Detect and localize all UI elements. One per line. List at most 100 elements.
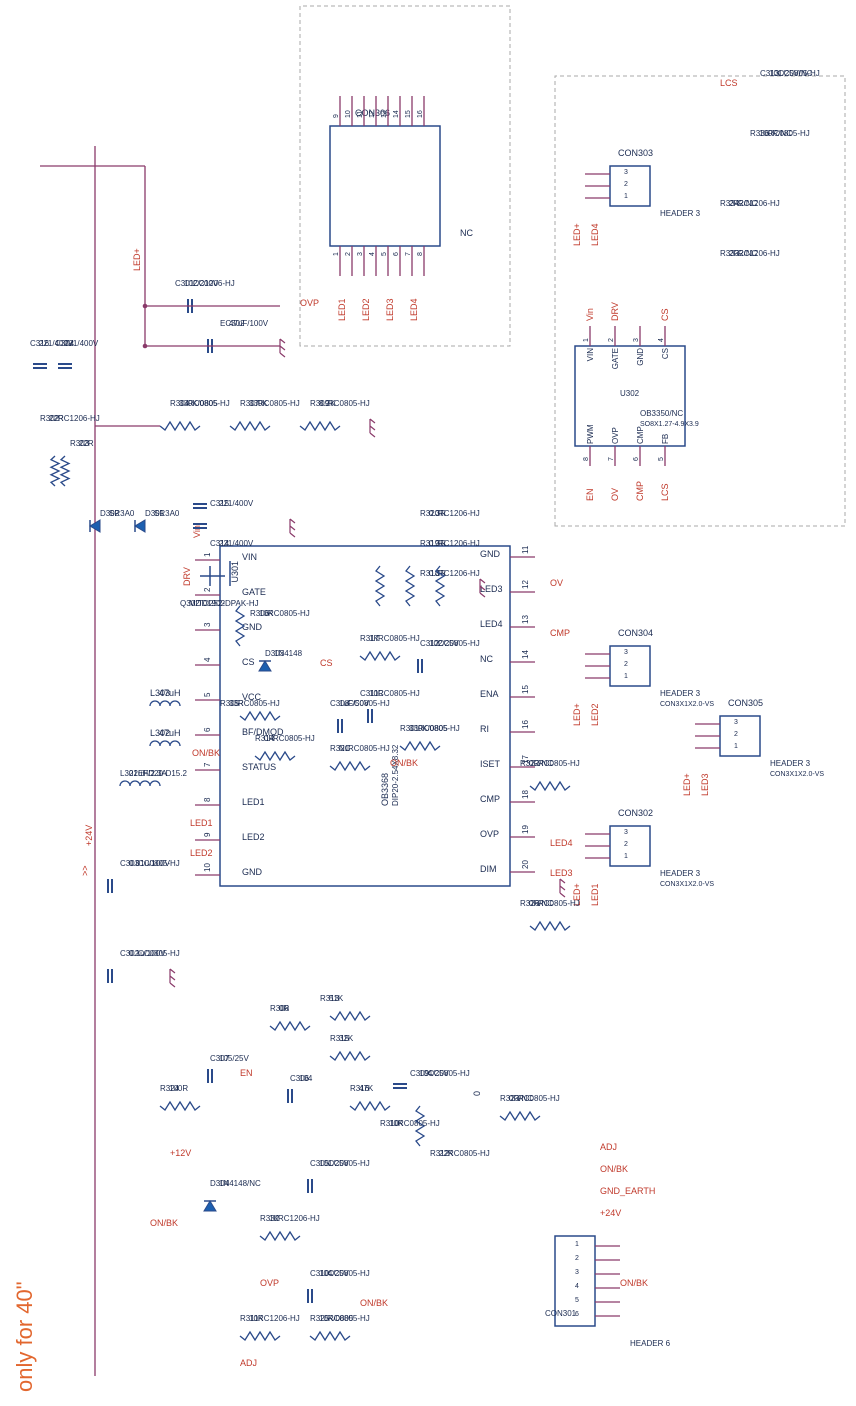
r316-label-0: R316: [350, 1084, 370, 1093]
r326-label-0: R326: [520, 899, 540, 908]
r305-label-0: R305: [220, 699, 240, 708]
r316-resistor: [349, 1100, 391, 1112]
arrow-24v: >>: [80, 865, 90, 876]
d304-label-1: 1N4148/NC: [219, 1179, 261, 1188]
net-led2-u301: LED2: [190, 848, 213, 858]
net-ovp-r332: OVP: [260, 1278, 279, 1288]
r303-label-0: R303: [70, 439, 90, 448]
c308-label-1: 1uF/50V: [339, 699, 370, 708]
q302-mosfet: [200, 561, 231, 586]
c309-label-2: CC0805-HJ: [428, 1069, 470, 1078]
r325-resistor: [309, 1330, 351, 1342]
net-CON303-0: LED+: [572, 223, 582, 246]
u302-pin-rnum-4: 4: [658, 338, 665, 342]
header-CON303-ref: CON303: [618, 148, 653, 158]
c310-label-2: CC0805-HJ: [328, 1269, 370, 1278]
r324-label-0: R324: [160, 1084, 180, 1093]
d303-label-1: 1N4148: [274, 649, 303, 658]
r314-label-1: 0R: [264, 734, 274, 743]
r313-resistor: [329, 1010, 371, 1022]
u302-pin-num-7: 7: [608, 457, 615, 461]
net-drv-u301: DRV: [182, 567, 192, 586]
r326-label-1: 0R/NC: [529, 899, 553, 908]
u301-pin-num-4: 4: [203, 657, 212, 662]
r303-resistor: [59, 455, 71, 487]
q302-label-2: TO252-DPAK-HJ: [198, 599, 259, 608]
header-CON303-pin-2: 2: [624, 181, 628, 188]
c312-label-2: CC0805-HJ: [438, 639, 480, 648]
con306-pin-num-13: 13: [381, 110, 388, 118]
u302-box: [554, 75, 846, 527]
u301-pin-name-19: OVP: [480, 829, 499, 839]
header-CON302-type: HEADER 3: [660, 869, 701, 878]
header-CON302-pin-2: 2: [624, 841, 628, 848]
u301-pin-num-9: 9: [203, 832, 212, 837]
r303-label-1: 22R: [79, 439, 94, 448]
u302-pin-rname-3: GND: [636, 348, 645, 366]
c303-label-2: CC0805-HJ: [138, 859, 180, 868]
r308-label-0: R308: [270, 1004, 290, 1013]
u301-pin-num-11: 11: [521, 545, 530, 554]
net-con306-LED1: LED1: [337, 298, 347, 321]
r305-label-2: RC0805-HJ: [238, 699, 280, 708]
u301-part: OB3368: [380, 773, 390, 806]
u301-body: [219, 545, 511, 887]
d302-label-0: D302: [100, 509, 120, 518]
r304-label-2: RC0805-HJ: [188, 399, 230, 408]
c309-label-1: 104/25V: [419, 1069, 449, 1078]
u301-pin-name-4: CS: [242, 657, 255, 667]
con306-pin-num-11: 11: [357, 111, 364, 118]
r311-label-2: RC1206-HJ: [258, 1314, 300, 1323]
r306-label-1: 10K: [259, 609, 274, 618]
con306-pin-num-9: 9: [333, 114, 340, 118]
u301-pin-name-20: DIM: [480, 864, 497, 874]
net-CON305-0: LED+: [682, 773, 692, 796]
c305-label-2: CC0805-HJ: [328, 1159, 370, 1168]
net-CON304-0: LED+: [572, 703, 582, 726]
r307-label-0: R307: [240, 399, 260, 408]
net-24v: +24V: [84, 825, 94, 846]
u301-pin-name-2: GATE: [242, 587, 266, 597]
r321-label-0: R321: [330, 744, 350, 753]
con306-body: [329, 125, 441, 247]
r334-label-1: 2R2/NC: [729, 199, 758, 208]
u301-pin-num-1: 1: [203, 552, 212, 557]
con306-pin-num-6: 6: [393, 252, 400, 256]
l302-label-1: 47uH: [159, 728, 181, 738]
u301-pin-num-13: 13: [521, 615, 530, 624]
r306-resistor: [234, 605, 246, 647]
con301-pin-4: 4: [575, 1283, 579, 1290]
u301-pin-name-3: GND: [242, 622, 263, 632]
net-onbk-u301: ON/BK: [192, 748, 220, 758]
d304-label-0: D304: [210, 1179, 230, 1188]
c302-label-0: C302: [120, 949, 140, 958]
con301-pin-5: 5: [575, 1297, 579, 1304]
header-CON303-body: [609, 165, 651, 207]
net-CON305-1: LED3: [700, 773, 710, 796]
d301-label-0: D301: [145, 509, 165, 518]
c301-label-1: 102/200V: [184, 279, 219, 288]
r301-label-2: RC0805-HJ: [418, 724, 460, 733]
r333-label-2: RC1206-HJ: [738, 249, 780, 258]
r323-label-2: RC0805-HJ: [518, 1094, 560, 1103]
l303-coil: [149, 700, 181, 707]
r301-label-1: 330K/0805: [409, 724, 448, 733]
u301-pin-name-11: GND: [480, 549, 501, 559]
r311-resistor: [239, 1330, 281, 1342]
u302-pin-rnum-1: 1: [583, 338, 590, 342]
c308-label-2: CC0805-HJ: [348, 699, 390, 708]
net-led3-u301: LED3: [550, 868, 573, 878]
c306-label-0: C306: [290, 1074, 310, 1083]
header-CON303-type: HEADER 3: [660, 209, 701, 218]
r317-resistor: [359, 650, 401, 662]
header-CON302-pin-3: 3: [624, 829, 628, 836]
r313-label-1: 51K: [329, 994, 344, 1003]
con301-pin-3: 3: [575, 1269, 579, 1276]
u301-pin-num-16: 16: [521, 720, 530, 729]
header-CON304-pkg: CON3X1X2.0-VS: [660, 701, 714, 708]
net-12v: +12V: [170, 1148, 191, 1158]
u301-pin-num-14: 14: [521, 650, 530, 659]
r323-resistor: [499, 1110, 541, 1122]
d301-label-1: SR3A0: [154, 509, 180, 518]
